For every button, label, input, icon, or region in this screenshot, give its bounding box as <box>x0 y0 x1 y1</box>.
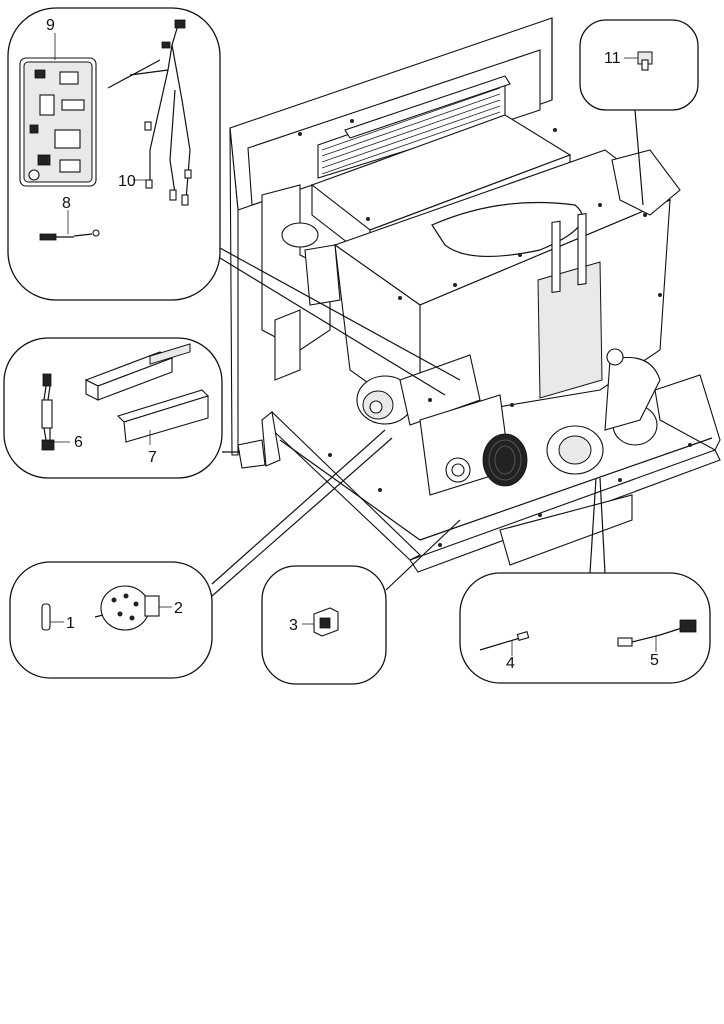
callout-8: 8 <box>62 195 71 212</box>
callout-10: 10 <box>118 173 136 190</box>
control-board-part <box>19 33 97 187</box>
oven-assembly <box>229 17 721 573</box>
callout-7: 7 <box>148 449 157 466</box>
fan-motor <box>356 354 481 426</box>
callout-5: 5 <box>650 652 659 669</box>
rivets <box>298 119 692 547</box>
callout-4: 4 <box>506 655 515 672</box>
callout-2: 2 <box>174 600 183 617</box>
callout-9: 9 <box>46 17 55 34</box>
callout-11: 11 <box>604 50 621 67</box>
base-frame <box>237 374 721 573</box>
callout-box-switch: 1 2 <box>9 561 213 679</box>
pressure-switch-part <box>94 585 172 631</box>
sensor-cable-part <box>617 619 697 652</box>
connector-part <box>302 607 339 637</box>
top-vents <box>317 75 511 179</box>
callout-6: 6 <box>74 434 83 451</box>
display-panel-part <box>84 343 210 445</box>
callout-box-display: 6 7 <box>3 337 223 479</box>
blower-fan <box>546 348 661 475</box>
wire-harness-part <box>107 19 192 206</box>
leader-lines <box>211 109 644 597</box>
back-panel-side <box>229 127 239 456</box>
pin-part <box>41 603 64 631</box>
sensor-wire-part <box>39 210 100 241</box>
access-panel <box>537 261 603 399</box>
callout-3: 3 <box>289 617 298 634</box>
coiled-hose <box>482 433 528 487</box>
callout-box-sensor: 11 <box>579 19 699 111</box>
probe-part <box>479 631 530 656</box>
thermal-sensor-part <box>624 51 653 71</box>
callout-box-control-board: 9 10 8 <box>7 7 221 301</box>
cable-part <box>41 373 70 451</box>
callout-box-probes: 4 5 <box>459 572 711 684</box>
callout-1: 1 <box>66 615 75 632</box>
callout-box-connector: 3 <box>261 565 387 685</box>
